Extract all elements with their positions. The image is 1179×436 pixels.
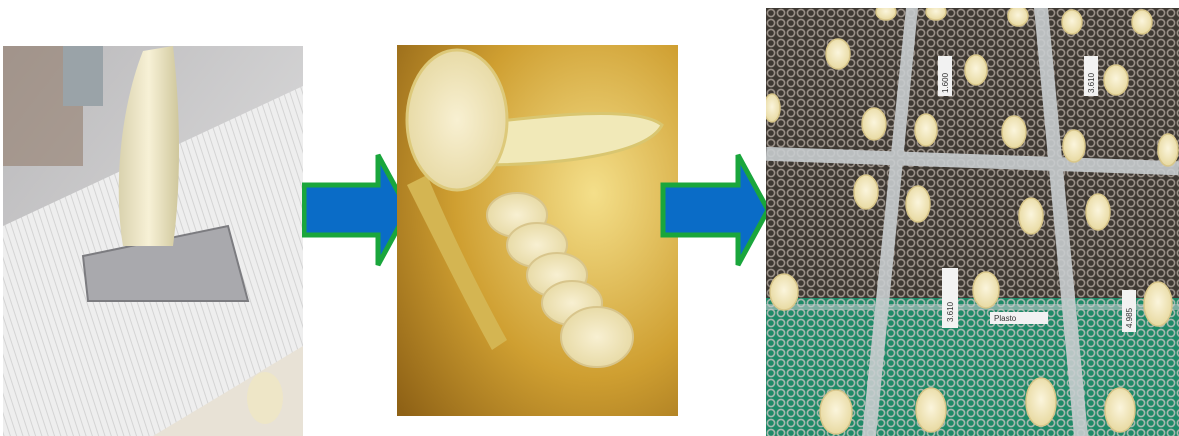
banana-slicer-photo — [3, 46, 303, 436]
rack-tag-label: Plasto — [994, 314, 1017, 323]
rack-tag-label: 1.600 — [941, 72, 950, 93]
banana-on-slicer-image — [3, 46, 303, 436]
sliced-banana-photo — [397, 45, 678, 416]
rack-tag: 1.600 — [938, 56, 952, 96]
rack-tag: 3.610 — [942, 268, 958, 328]
rack-tag-label: 4.985 — [1125, 307, 1134, 328]
drying-rack-photo: 1.600 3.610 3.610 Plasto 4.985 — [766, 8, 1179, 436]
rack-tag: 4.985 — [1122, 290, 1136, 332]
sliced-banana-image — [397, 45, 678, 416]
drying-rack-image: 1.600 3.610 3.610 Plasto 4.985 — [766, 8, 1179, 436]
right-arrow-icon — [302, 152, 412, 268]
rack-tag-label: 3.610 — [1087, 72, 1096, 93]
rack-tag: Plasto — [990, 312, 1048, 324]
right-arrow-icon — [660, 152, 772, 268]
rack-tag-label: 3.610 — [946, 301, 955, 322]
rack-tag: 3.610 — [1084, 56, 1098, 96]
